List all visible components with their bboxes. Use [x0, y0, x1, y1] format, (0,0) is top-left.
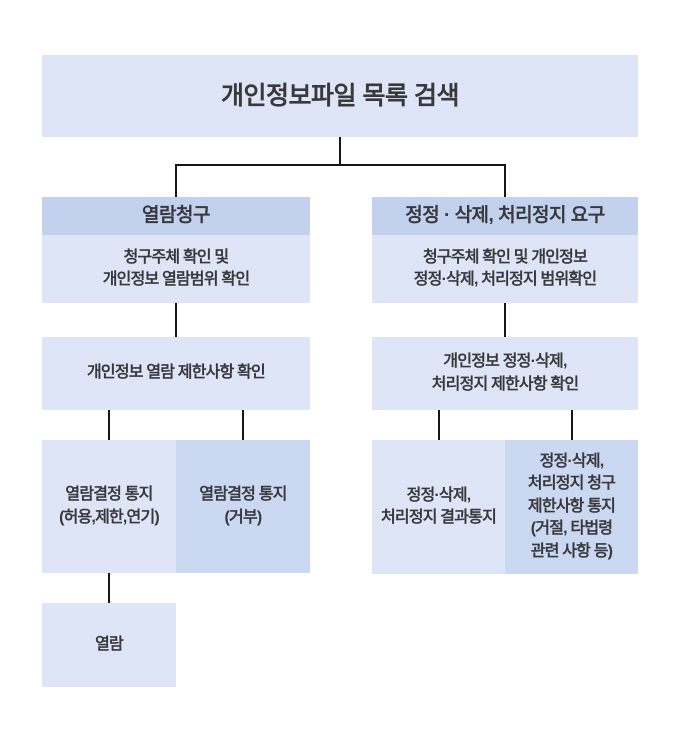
correction-request-step1: 청구주체 확인 및 개인정보 정정·삭제, 처리정지 범위확인 — [372, 235, 638, 303]
view-request-header: 열람청구 — [42, 197, 310, 235]
connector-line — [504, 164, 506, 197]
correction-restriction-notice: 정정·삭제, 처리정지 청구 제한사항 통지 (거절, 타법령 관련 사항 등) — [505, 440, 638, 574]
connector-line — [108, 573, 110, 603]
view-restriction-check: 개인정보 열람 제한사항 확인 — [42, 337, 310, 410]
correction-result-notice: 정정·삭제, 처리정지 결과통지 — [372, 440, 505, 574]
connector-line — [504, 303, 506, 337]
connector-line — [108, 410, 110, 440]
correction-request-header: 정정 · 삭제, 처리정지 요구 — [372, 197, 638, 235]
connector-line — [571, 410, 573, 440]
connector-line — [175, 164, 506, 166]
connector-line — [175, 303, 177, 337]
view-final: 열람 — [42, 603, 176, 687]
connector-line — [242, 410, 244, 440]
connector-line — [339, 137, 341, 165]
view-decision-reject: 열람결정 통지 (거부) — [176, 440, 310, 573]
view-decision-allow: 열람결정 통지 (허용,제한,연기) — [42, 440, 176, 573]
connector-line — [438, 410, 440, 440]
view-request-step1: 청구주체 확인 및 개인정보 열람범위 확인 — [42, 235, 310, 303]
title-box: 개인정보파일 목록 검색 — [42, 55, 638, 137]
correction-restriction-check: 개인정보 정정·삭제, 처리정지 제한사항 확인 — [372, 337, 638, 410]
connector-line — [175, 164, 177, 197]
